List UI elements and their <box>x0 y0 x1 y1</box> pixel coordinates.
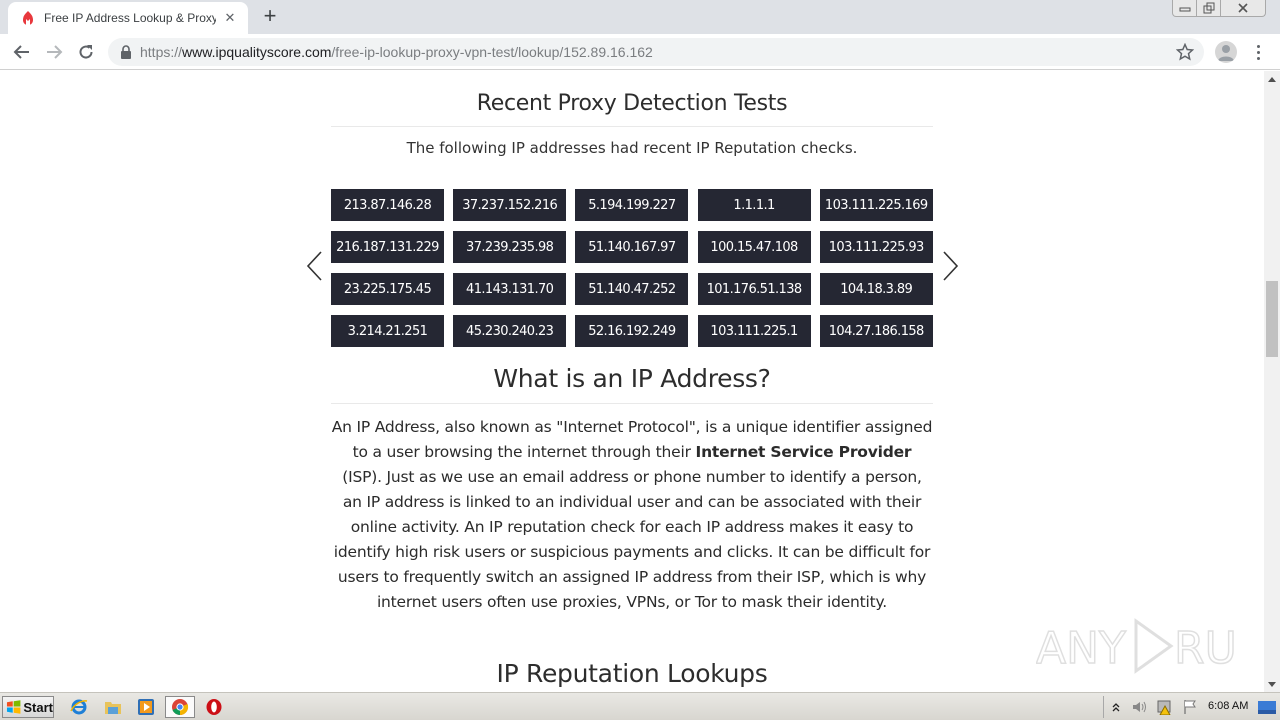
ip-reputation-lookups-section: IP Reputation Lookups <box>331 659 933 688</box>
minimize-button[interactable] <box>1173 0 1197 16</box>
minimize-icon <box>1179 7 1190 12</box>
show-desktop-icon[interactable] <box>1258 701 1276 714</box>
ip-link[interactable]: 3.214.21.251 <box>331 315 444 347</box>
taskbar-chrome[interactable] <box>165 696 195 718</box>
recent-ip-grid: 213.87.146.28 37.237.152.216 5.194.199.2… <box>331 189 933 347</box>
new-tab-button[interactable]: + <box>263 3 277 28</box>
what-is-ip-section: What is an IP Address? An IP Address, al… <box>331 364 933 615</box>
taskbar-file-explorer[interactable] <box>102 697 124 717</box>
taskbar-clock[interactable]: 6:08 AM <box>1208 700 1249 712</box>
reload-button[interactable] <box>72 38 100 66</box>
taskbar-opera[interactable] <box>203 697 225 717</box>
forward-button[interactable] <box>40 38 68 66</box>
recent-tests-section: Recent Proxy Detection Tests The followi… <box>331 91 933 157</box>
ip-link[interactable]: 104.18.3.89 <box>819 273 933 305</box>
window-controls <box>1172 0 1266 17</box>
ip-link[interactable]: 51.140.167.97 <box>575 231 689 263</box>
ipqs-favicon-icon <box>23 11 33 25</box>
divider <box>331 403 933 404</box>
forward-arrow-icon <box>47 45 63 59</box>
ip-link[interactable]: 51.140.47.252 <box>575 273 689 305</box>
browser-tab[interactable]: Free IP Address Lookup & Proxy Det ✕ <box>8 2 248 34</box>
restore-button[interactable] <box>1197 0 1221 16</box>
vertical-scrollbar[interactable] <box>1264 71 1280 692</box>
ip-link[interactable]: 52.16.192.249 <box>575 315 689 347</box>
close-window-button[interactable] <box>1221 0 1265 16</box>
start-button[interactable]: Start <box>2 696 54 718</box>
reload-icon <box>79 45 93 59</box>
ip-link[interactable]: 23.225.175.45 <box>331 273 444 305</box>
address-bar[interactable]: https://www.ipqualityscore.com/free-ip-l… <box>108 38 1204 66</box>
back-button[interactable] <box>8 38 36 66</box>
ip-link[interactable]: 103.111.225.93 <box>819 231 933 263</box>
anyrun-watermark-icon: ANY RUN <box>1036 618 1236 675</box>
tab-close-icon[interactable]: ✕ <box>224 10 236 26</box>
ip-link[interactable]: 103.111.225.169 <box>819 189 933 221</box>
close-icon <box>1238 3 1248 13</box>
bookmark-star-icon[interactable] <box>1176 43 1194 61</box>
scroll-down-button[interactable] <box>1264 676 1280 692</box>
what-is-ip-title: What is an IP Address? <box>493 364 771 393</box>
chrome-menu-button[interactable] <box>1250 41 1266 63</box>
taskbar-media-player[interactable] <box>135 697 157 717</box>
divider <box>331 126 933 127</box>
ip-reputation-lookups-title: IP Reputation Lookups <box>496 659 768 688</box>
ip-link[interactable]: 216.187.131.229 <box>331 231 444 263</box>
svg-text:RUN: RUN <box>1174 623 1236 674</box>
svg-text:ANY: ANY <box>1036 623 1126 674</box>
carousel-prev-arrow-icon[interactable] <box>305 249 325 283</box>
windows-taskbar: Start 6:08 AM <box>0 692 1280 720</box>
tab-title: Free IP Address Lookup & Proxy Det <box>44 11 216 25</box>
user-icon <box>1218 45 1234 61</box>
carousel-next-arrow-icon[interactable] <box>940 249 960 283</box>
restore-icon <box>1203 2 1214 14</box>
ip-link[interactable]: 101.176.51.138 <box>697 273 811 305</box>
folder-icon <box>105 702 121 714</box>
what-is-ip-paragraph: An IP Address, also known as "Internet P… <box>331 418 933 611</box>
show-hidden-icons-icon[interactable] <box>1112 702 1120 712</box>
internet-explorer-icon <box>70 699 88 715</box>
url-text: https://www.ipqualityscore.com/free-ip-l… <box>140 44 653 60</box>
browser-toolbar: https://www.ipqualityscore.com/free-ip-l… <box>0 34 1280 70</box>
windows-logo-icon <box>6 700 21 714</box>
opera-icon <box>206 699 222 715</box>
chrome-icon <box>172 699 189 716</box>
back-arrow-icon <box>13 45 29 59</box>
ip-link[interactable]: 1.1.1.1 <box>697 189 811 221</box>
start-label: Start <box>23 699 53 715</box>
scroll-down-arrow-icon <box>1268 681 1276 687</box>
recent-tests-subtitle: The following IP addresses had recent IP… <box>406 139 858 157</box>
ip-link[interactable]: 37.237.152.216 <box>453 189 567 221</box>
scroll-up-button[interactable] <box>1264 71 1280 87</box>
ip-link[interactable]: 213.87.146.28 <box>331 189 444 221</box>
taskbar-internet-explorer[interactable] <box>68 697 90 717</box>
network-warning-icon[interactable] <box>1156 699 1174 715</box>
ip-link[interactable]: 100.15.47.108 <box>697 231 811 263</box>
ip-link[interactable]: 41.143.131.70 <box>453 273 567 305</box>
ip-link[interactable]: 103.111.225.1 <box>697 315 811 347</box>
ip-link[interactable]: 104.27.186.158 <box>819 315 933 347</box>
recent-tests-title: Recent Proxy Detection Tests <box>476 91 788 116</box>
media-player-icon <box>138 699 154 715</box>
scrollbar-thumb[interactable] <box>1266 281 1278 357</box>
scroll-up-arrow-icon <box>1268 76 1276 82</box>
system-tray <box>1103 696 1280 718</box>
page-viewport: Recent Proxy Detection Tests The followi… <box>0 71 1264 692</box>
action-center-flag-icon[interactable] <box>1182 699 1198 715</box>
ip-link[interactable]: 37.239.235.98 <box>453 231 567 263</box>
ip-link[interactable]: 5.194.199.227 <box>575 189 689 221</box>
volume-icon[interactable] <box>1132 700 1148 714</box>
profile-avatar[interactable] <box>1215 41 1237 63</box>
tab-strip: Free IP Address Lookup & Proxy Det ✕ + <box>0 0 1280 34</box>
ip-link[interactable]: 45.230.240.23 <box>453 315 567 347</box>
lock-icon <box>121 45 131 59</box>
